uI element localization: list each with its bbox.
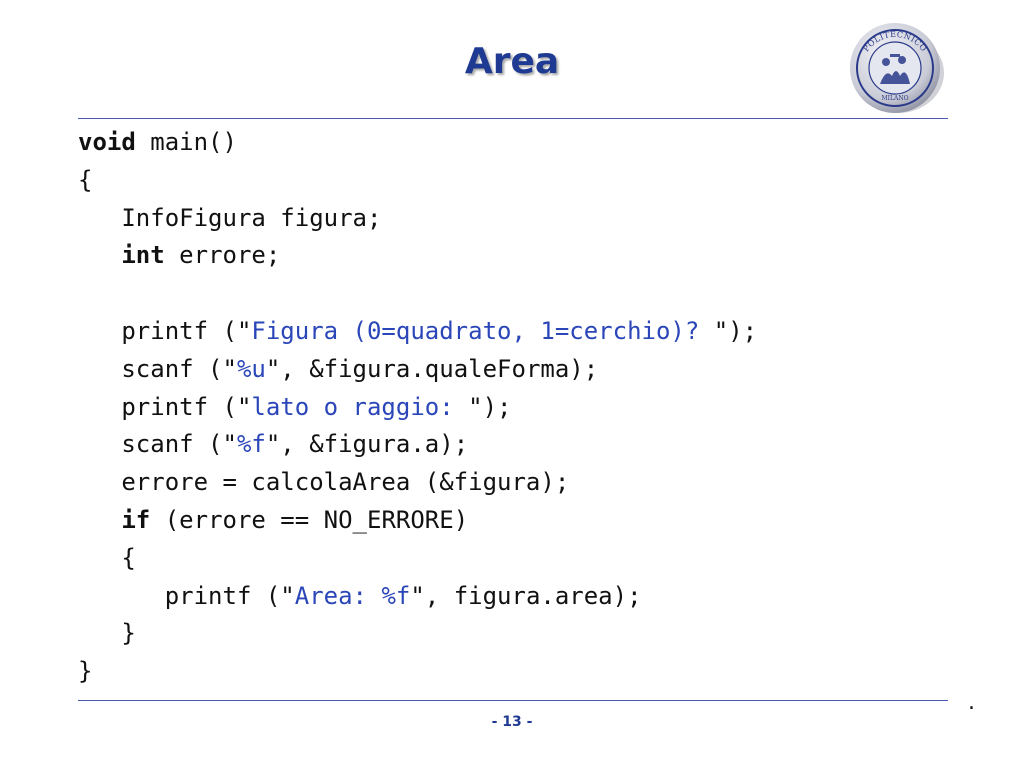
code-text: "); — [468, 392, 512, 421]
footer-divider — [78, 700, 948, 701]
code-text: { — [78, 165, 93, 194]
code-line: printf ("Area: %f", figura.area); — [78, 578, 757, 616]
code-text: (errore == NO_ERRORE) — [150, 505, 469, 534]
code-text: scanf (" — [78, 354, 237, 383]
code-line: } — [78, 653, 757, 691]
seal-ring-bottom-text: MILANO — [882, 95, 909, 102]
code-text: ", &figura.qualeForma); — [265, 354, 599, 383]
code-string: Area: %f — [294, 581, 411, 610]
code-keyword: int — [121, 241, 165, 270]
code-line: } — [78, 615, 757, 653]
code-line: InfoFigura figura; — [78, 200, 757, 238]
code-string: %u — [236, 354, 266, 383]
code-text: scanf (" — [78, 430, 237, 459]
politecnico-milano-seal-icon: POLITECNICO MILANO — [850, 23, 944, 113]
code-text: printf (" — [78, 316, 252, 345]
code-line: if (errore == NO_ERRORE) — [78, 502, 757, 540]
code-block: void main() { InfoFigura figura; int erro… — [78, 124, 757, 691]
code-string: %f — [236, 430, 266, 459]
code-keyword: if — [121, 505, 151, 534]
code-text: { — [78, 543, 136, 572]
code-keyword: void — [78, 128, 136, 156]
code-line: printf ("Figura (0=quadrato, 1=cerchio)?… — [78, 313, 757, 351]
code-text: } — [78, 657, 93, 686]
code-line: { — [78, 162, 757, 200]
code-line: scanf ("%u", &figura.qualeForma); — [78, 351, 757, 389]
code-text: printf (" — [78, 581, 295, 610]
code-line: int errore; — [78, 237, 757, 275]
code-text: ", figura.area); — [410, 581, 642, 610]
code-line: printf ("lato o raggio: "); — [78, 389, 757, 427]
code-line: errore = calcolaArea (&figura); — [78, 464, 757, 502]
code-line: scanf ("%f", &figura.a); — [78, 426, 757, 464]
code-string: lato o raggio: — [251, 392, 469, 421]
code-string: Figura (0=quadrato, 1=cerchio)? — [251, 316, 714, 345]
code-text: ", &figura.a); — [265, 430, 469, 459]
page-number: - 13 - — [491, 714, 533, 730]
code-text: errore = calcolaArea (&figura); — [78, 468, 570, 497]
code-line: { — [78, 540, 757, 578]
code-line: void main() — [78, 124, 757, 162]
code-line — [78, 275, 757, 313]
slide-title: Area — [464, 41, 560, 82]
code-text: "); — [713, 316, 758, 345]
code-text: } — [78, 619, 136, 648]
code-text: printf (" — [78, 392, 252, 421]
code-text — [78, 241, 121, 269]
trailing-mark: . — [968, 690, 975, 715]
header-divider — [78, 118, 948, 119]
code-text: InfoFigura figura; — [78, 203, 382, 232]
code-text: main() — [135, 128, 237, 156]
code-text — [78, 506, 121, 534]
code-text: errore; — [164, 241, 281, 270]
